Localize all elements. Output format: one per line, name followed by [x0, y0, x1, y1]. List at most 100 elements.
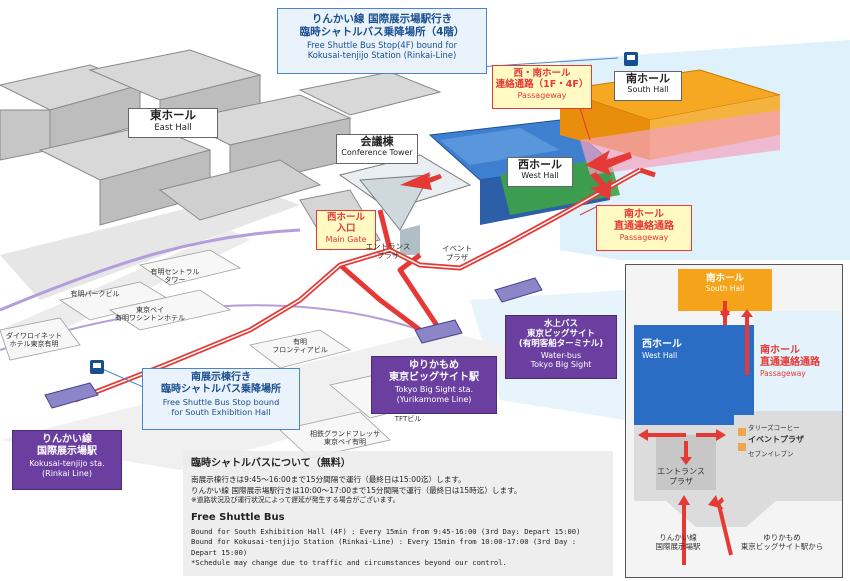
east-hall-buildings [0, 49, 442, 226]
shuttle-south-callout: 南展示棟行き 臨時シャトルバス乗降場所 Free Shuttle Bus Sto… [142, 368, 300, 430]
shuttle-south-jp: 南展示棟行き 臨時シャトルバス乗降場所 [161, 372, 281, 395]
inset-drawing [634, 269, 842, 565]
ariake-washington-label: 東京ベイ 有明ワシントンホテル [100, 306, 200, 323]
inset-711-label: セブンイレブン [748, 450, 828, 459]
ariake-frontier-label: 有明 フロンティアビル [260, 338, 340, 355]
south-hall-label: 南ホール South Hall [614, 71, 682, 101]
event-plaza-label: イベント プラザ [432, 244, 482, 262]
west-hall-jp: 西ホール [518, 158, 562, 171]
yurikamome-jp: ゆりかもめ 東京ビッグサイト駅 [389, 360, 479, 383]
south-direct-passage-en: Passageway [619, 233, 669, 242]
conference-jp: 会議棟 [360, 135, 394, 148]
entrance-plaza-text: エントランス プラザ [365, 242, 411, 260]
inset-event-plaza-label: イベントプラザ [748, 435, 838, 445]
daiwa-roynet-text: ダイワロイネット ホテル東京有明 [6, 332, 62, 349]
east-hall-jp: 東ホール [150, 108, 196, 122]
west-main-gate-label: 西ホール 入口 Main Gate [316, 210, 376, 250]
inset-water [754, 311, 842, 411]
daiwa-roynet-label: ダイワロイネット ホテル東京有明 [0, 332, 68, 349]
sotetsu-text: 相鉄グランドフレッサ 東京ベイ有明 [310, 430, 380, 447]
south-hall-jp: 南ホール [626, 72, 670, 85]
shuttle-south-en: Free Shuttle Bus Stop bound for South Ex… [162, 397, 280, 417]
info-title-en: Free Shuttle Bus [191, 512, 285, 524]
inset-event-plaza-text: イベントプラザ [748, 435, 804, 444]
yurikamome-en: Tokyo Big Sight sta. (Yurikamome Line) [394, 385, 474, 404]
shuttle-info-box: 臨時シャトルバスについて（無料） 南展示棟行きは9:45～16:00まで15分間… [183, 451, 613, 576]
info-note-en: *Schedule may change due to traffic and … [191, 558, 507, 568]
inset-south-hall-label: 南ホール South Hall [678, 273, 772, 293]
inset-south-hall-en: South Hall [705, 284, 745, 294]
west-main-gate-jp: 西ホール 入口 [326, 212, 365, 235]
inset-tullys-label: タリーズコーヒー [748, 424, 828, 433]
west-south-passage-jp: 西・南ホール 連絡通路（1F・4F） [495, 68, 589, 91]
inset-tullys-text: タリーズコーヒー [748, 424, 800, 432]
info-line2-en: Bound for Kokusai-tenjijo Station (Rinka… [191, 537, 577, 557]
road-network [0, 190, 300, 300]
inset-west-hall-label: 西ホール West Hall [634, 339, 734, 360]
ariake-park-label: 有明パークビル [55, 290, 135, 298]
ariake-frontier-text: 有明 フロンティアビル [272, 338, 328, 355]
ariake-park-text: 有明パークビル [70, 290, 120, 298]
route-white-outline [74, 169, 641, 401]
inset-tullys-shop [738, 428, 746, 436]
inset-entrance-plaza-label: エントランス プラザ [646, 467, 716, 486]
inset-west-hall-en: West Hall [642, 351, 678, 360]
entrance-plaza-label: エントランス プラザ [358, 242, 418, 260]
water-bus-en: Water-bus Tokyo Big Sight [530, 350, 592, 370]
south-direct-passage-jp: 南ホール 直通連絡通路 [614, 209, 674, 232]
west-main-gate-en: Main Gate [325, 234, 367, 244]
shuttle-top-jp: りんかい線 国際展示場駅行き 臨時シャトルバス乗降場所（4階） [299, 13, 465, 38]
purple-line [0, 228, 301, 312]
bus-stop-icon [624, 52, 638, 66]
inset-rinkai-text: りんかい線 国際展示場駅 [655, 533, 701, 551]
inset-passage-jp: 南ホール 直通連絡通路 [760, 345, 820, 368]
east-hall-label: 東ホール East Hall [128, 108, 218, 138]
ariake-washington-text: 東京ベイ 有明ワシントンホテル [115, 306, 185, 323]
rinkai-jp: りんかい線 国際展示場駅 [37, 434, 97, 457]
inset-entrance-plaza-text: エントランス プラザ [657, 467, 705, 486]
info-line1-en: Bound for South Exhibition Hall (4F) : E… [191, 526, 581, 536]
info-title-jp: 臨時シャトルバスについて（無料） [191, 458, 351, 469]
shuttle-top-callout: りんかい線 国際展示場駅行き 臨時シャトルバス乗降場所（4階） Free Shu… [277, 8, 487, 74]
west-hall-label: 西ホール West Hall [507, 157, 573, 187]
yurikamome-station-label: ゆりかもめ 東京ビッグサイト駅 Tokyo Big Sight sta. (Yu… [371, 356, 497, 414]
station-blocks [44, 277, 543, 409]
tft-text: TFTビル [394, 415, 422, 423]
tft-label: TFTビル [378, 415, 438, 423]
south-hall-en: South Hall [627, 85, 669, 95]
inset-711-text: セブンイレブン [748, 450, 794, 458]
east-hall-en: East Hall [154, 122, 192, 133]
inset-passage-label: 南ホール 直通連絡通路 Passageway [760, 345, 842, 378]
inset-711-shop [738, 443, 746, 451]
info-note-jp: ※道路状況及び運行状況によって遅延が発生する場合がございます。 [191, 495, 400, 504]
sotetsu-label: 相鉄グランドフレッサ 東京ベイ有明 [290, 430, 400, 447]
info-line2-jp: りんかい線 国際展示場駅行きは10:00～17:00まで15分間隔で運行（最終日… [191, 485, 522, 495]
inset-yurikamome-label: ゆりかもめ 東京ビッグサイト駅から [724, 533, 840, 551]
city-blocks [0, 249, 461, 459]
inset-passage-en: Passageway [760, 369, 806, 378]
passage-arrows [400, 150, 632, 200]
shuttle-top-en: Free Shuttle Bus Stop(4F) bound for Koku… [306, 40, 458, 61]
inset-map: 南ホール South Hall 西ホール West Hall 南ホール 直通連絡… [625, 264, 843, 578]
west-hall-en: West Hall [521, 171, 559, 181]
water-bus-label: 水上バス 東京ビッグサイト (有明客船ターミナル) Water-bus Toky… [505, 315, 617, 379]
conference-en: Conference Tower [341, 148, 413, 158]
bus-stop-icon [90, 360, 104, 374]
rinkai-station-label: りんかい線 国際展示場駅 Kokusai-tenjijo sta. (Rinka… [12, 430, 122, 490]
inset-west-hall-jp: 西ホール [642, 339, 682, 350]
west-south-passage-label: 西・南ホール 連絡通路（1F・4F） Passageway [492, 65, 592, 109]
inset-route-lines [682, 503, 733, 565]
water-bus-jp: 水上バス 東京ビッグサイト (有明客船ターミナル) [518, 319, 604, 350]
event-plaza-text: イベント プラザ [442, 244, 472, 262]
inset-west-hall-block [634, 325, 754, 425]
west-south-passage-en: Passageway [517, 90, 567, 100]
south-direct-passage-label: 南ホール 直通連絡通路 Passageway [596, 205, 692, 251]
inset-yurikamome-text: ゆりかもめ 東京ビッグサイト駅から [740, 533, 824, 551]
info-line1-jp: 南展示棟行きは9:45～16:00まで15分間隔で運行（最終日は15:00迄）し… [191, 474, 466, 484]
inset-rinkai-label: りんかい線 国際展示場駅 [642, 533, 714, 551]
rinkai-en: Kokusai-tenjijo sta. (Rinkai Line) [29, 459, 105, 478]
ariake-central-label: 有明セントラル タワー [130, 268, 220, 285]
conference-label: 会議棟 Conference Tower [336, 134, 418, 164]
ariake-central-text: 有明セントラル タワー [150, 268, 200, 285]
inset-south-hall-jp: 南ホール [705, 273, 744, 284]
